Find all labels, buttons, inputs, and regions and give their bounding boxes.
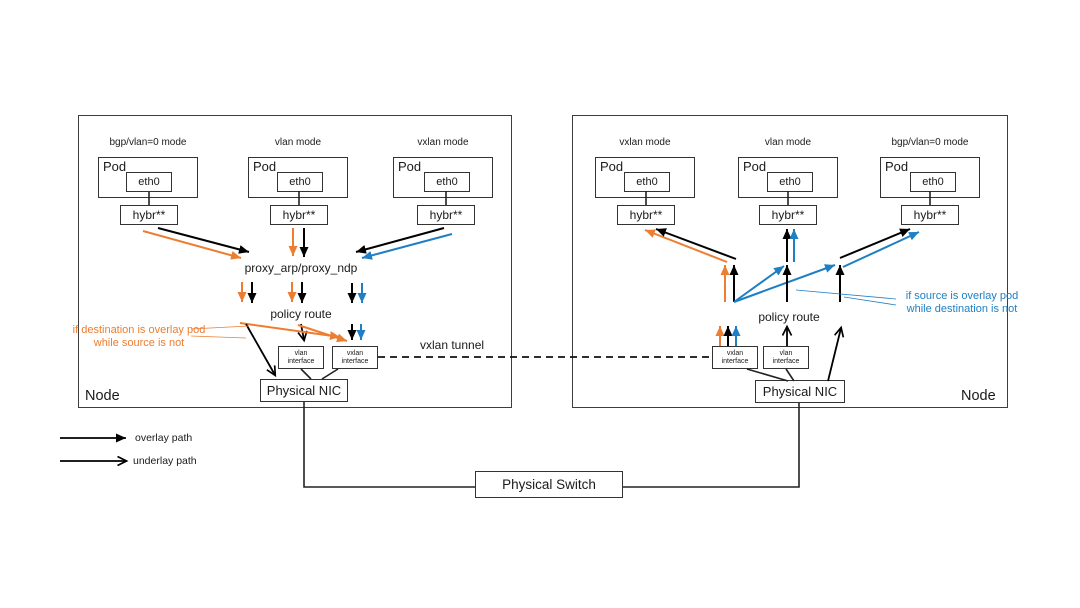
hybr-bridge-box: hybr** bbox=[901, 205, 959, 225]
physical-nic-box: Physical NIC bbox=[755, 380, 845, 403]
vlan-interface-line2: interface bbox=[287, 357, 315, 365]
pod-label: Pod bbox=[885, 159, 909, 174]
pod-box: Pod eth0 bbox=[738, 157, 838, 198]
annotation-line1: if source is overlay pod bbox=[905, 290, 1019, 302]
source-overlay-annotation: if source is overlay pod while destinati… bbox=[896, 290, 1028, 316]
hybr-bridge-box: hybr** bbox=[120, 205, 178, 225]
policy-route-label: policy route bbox=[758, 310, 820, 324]
eth0-box: eth0 bbox=[767, 172, 813, 192]
proxy-arp-ndp-label: proxy_arp/proxy_ndp bbox=[244, 261, 358, 275]
pod-mode-label: bgp/vlan=0 mode bbox=[891, 137, 969, 148]
vxlan-tunnel-label: vxlan tunnel bbox=[420, 338, 485, 352]
annotation-line2: while source is not bbox=[93, 337, 185, 349]
pod-label: Pod bbox=[253, 159, 277, 174]
pod-mode-label: vxlan mode bbox=[417, 137, 469, 148]
hybr-bridge-box: hybr** bbox=[270, 205, 328, 225]
destination-overlay-annotation: if destination is overlay pod while sour… bbox=[36, 324, 242, 350]
eth0-box: eth0 bbox=[910, 172, 956, 192]
pod-mode-label: bgp/vlan=0 mode bbox=[109, 137, 187, 148]
pod-box: Pod eth0 bbox=[595, 157, 695, 198]
eth0-box: eth0 bbox=[126, 172, 172, 192]
legend-underlay-label: underlay path bbox=[133, 455, 197, 467]
node-label: Node bbox=[85, 388, 120, 404]
eth0-box: eth0 bbox=[424, 172, 470, 192]
hybr-bridge-box: hybr** bbox=[417, 205, 475, 225]
vlan-interface-box: vlan interface bbox=[763, 346, 809, 369]
left-node-border bbox=[78, 115, 512, 408]
hybr-bridge-box: hybr** bbox=[617, 205, 675, 225]
node-label: Node bbox=[961, 388, 996, 404]
pod-box: Pod eth0 bbox=[393, 157, 493, 198]
vxlan-interface-line1: vxlan bbox=[346, 349, 364, 357]
vxlan-interface-box: vxlan interface bbox=[332, 346, 378, 369]
legend-overlay-label: overlay path bbox=[135, 432, 193, 444]
annotation-line2: while destination is not bbox=[906, 303, 1018, 315]
vxlan-interface-line1: vxlan bbox=[726, 349, 744, 357]
physical-switch-box: Physical Switch bbox=[475, 471, 623, 498]
vxlan-interface-box: vxlan interface bbox=[712, 346, 758, 369]
annotation-line1: if destination is overlay pod bbox=[72, 324, 206, 336]
eth0-box: eth0 bbox=[277, 172, 323, 192]
hybr-bridge-box: hybr** bbox=[759, 205, 817, 225]
physical-nic-box: Physical NIC bbox=[260, 379, 348, 402]
policy-route-label: policy route bbox=[270, 307, 332, 321]
vxlan-interface-line2: interface bbox=[341, 357, 369, 365]
pod-box: Pod eth0 bbox=[248, 157, 348, 198]
pod-box: Pod eth0 bbox=[880, 157, 980, 198]
vlan-interface-line1: vlan bbox=[294, 349, 308, 357]
pod-mode-label: vlan mode bbox=[764, 137, 812, 148]
pod-label: Pod bbox=[398, 159, 422, 174]
vlan-interface-line1: vlan bbox=[779, 349, 793, 357]
pod-label: Pod bbox=[600, 159, 624, 174]
pod-label: Pod bbox=[103, 159, 127, 174]
vxlan-interface-line2: interface bbox=[721, 357, 749, 365]
vlan-interface-box: vlan interface bbox=[278, 346, 324, 369]
pod-label: Pod bbox=[743, 159, 767, 174]
pod-mode-label: vxlan mode bbox=[619, 137, 671, 148]
eth0-box: eth0 bbox=[624, 172, 670, 192]
legend-arrows bbox=[60, 433, 126, 461]
vlan-interface-line2: interface bbox=[772, 357, 800, 365]
pod-box: Pod eth0 bbox=[98, 157, 198, 198]
pod-mode-label: vlan mode bbox=[274, 137, 322, 148]
